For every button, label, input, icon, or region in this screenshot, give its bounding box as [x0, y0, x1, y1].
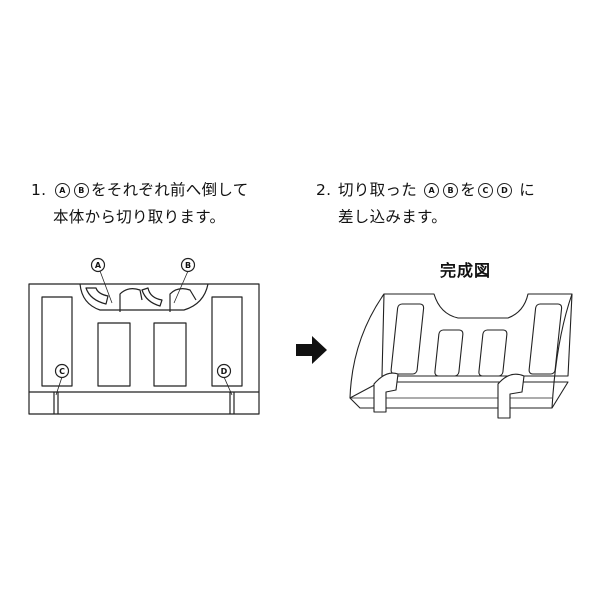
circle-a — [90, 257, 106, 273]
flat-panel — [28, 270, 260, 415]
circle-b — [180, 257, 196, 273]
stand-window-center-left — [434, 329, 464, 377]
label-b-badge: B — [443, 183, 459, 198]
step-2-text-mid: を — [460, 181, 477, 199]
inserted-tab-d — [497, 373, 525, 419]
tab-a-hook — [119, 288, 143, 312]
step-2-number: 2. — [316, 181, 332, 199]
window-center-left — [97, 322, 131, 387]
inserted-tab-c — [373, 372, 399, 413]
leader-a — [99, 270, 113, 304]
diagram-label-b: B — [185, 261, 191, 270]
step-1-text: をそれぞれ前へ倒して — [91, 181, 249, 199]
panel-outline — [28, 283, 260, 415]
window-center-right — [153, 322, 187, 387]
leader-c — [55, 376, 63, 396]
panel-labels — [54, 257, 232, 379]
step-1-number: 1. — [31, 181, 47, 199]
leader-b — [173, 270, 189, 304]
stand-window-left — [390, 303, 425, 375]
circle-c — [54, 363, 70, 379]
label-d-badge: D — [497, 183, 513, 198]
leader-d — [223, 376, 233, 396]
right-arrow-icon — [296, 336, 327, 364]
step-2-line-2: 差し込みます。 — [338, 208, 448, 226]
tab-b-shape — [141, 287, 163, 307]
label-b-badge: B — [74, 183, 89, 198]
window-left — [41, 296, 73, 387]
label-a-badge: A — [424, 183, 440, 198]
label-a-badge: A — [55, 183, 70, 198]
circle-d — [216, 363, 232, 379]
assembled-stand — [349, 293, 573, 419]
diagram-label-d: D — [221, 367, 228, 376]
stand-back-panel — [381, 293, 573, 377]
step-1-line-2: 本体から切り取ります。 — [53, 208, 226, 226]
step-2-text-pre: 切り取った — [338, 181, 418, 199]
label-c-badge: C — [478, 183, 494, 198]
stand-left-curve — [349, 293, 385, 399]
tab-a-shape — [85, 287, 109, 305]
step-2-text-post: に — [519, 181, 536, 199]
tab-b-hook — [169, 288, 197, 312]
window-right — [211, 296, 243, 387]
diagram-label-c: C — [59, 367, 65, 376]
stand-window-center-right — [478, 329, 508, 377]
diagram-label-a: A — [95, 261, 102, 270]
stand-window-right — [528, 303, 563, 375]
top-cutout — [79, 283, 209, 311]
completed-diagram-title: 完成図 — [440, 261, 492, 280]
stand-right-curve — [551, 293, 573, 409]
